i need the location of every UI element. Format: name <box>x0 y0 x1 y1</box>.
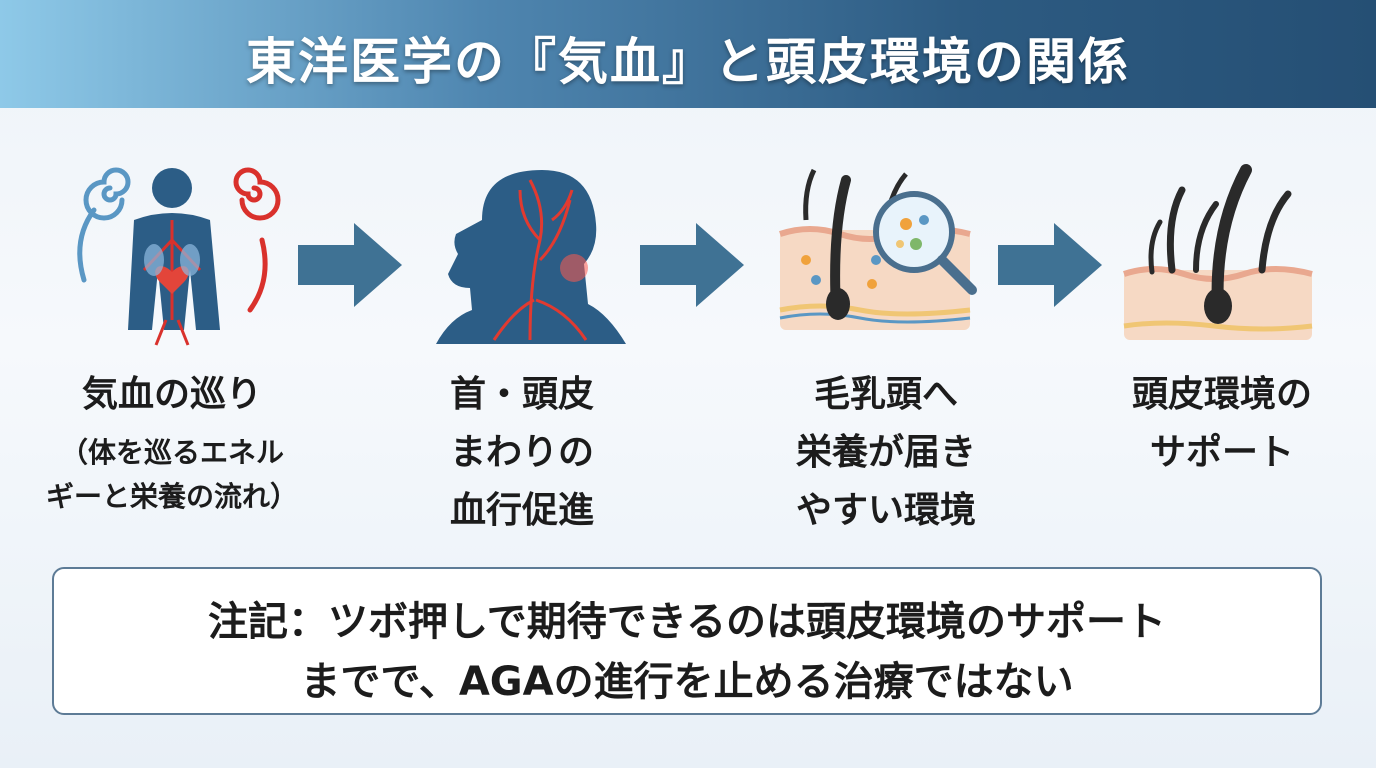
arrow-right-icon <box>640 223 744 307</box>
step4-line-1: 頭皮環境の <box>1131 374 1312 415</box>
step2-line-3: 血行促進 <box>449 490 594 531</box>
body-energy-flow-icon <box>77 167 281 346</box>
note-line-2: までで、AGAの進行を止める治療ではない <box>300 659 1074 705</box>
step1-subtitle-1: （体を巡るエネル <box>59 436 284 469</box>
step-neck-scalp-circulation: 首・頭皮 まわりの 血行促進 <box>412 160 632 531</box>
step-qi-blood-flow: 気血の巡り （体を巡るエネル ギーと栄養の流れ） <box>46 160 298 513</box>
arrow-right-icon <box>298 223 402 307</box>
arrow-1 <box>298 223 402 311</box>
arrow-right-icon <box>998 223 1102 307</box>
step2-line-2: まわりの <box>449 432 594 473</box>
step-scalp-support: 頭皮環境の サポート <box>1112 160 1332 473</box>
step1-title: 気血の巡り <box>81 374 262 415</box>
healthy-hair-scalp-icon <box>1123 164 1313 340</box>
arrow-3 <box>998 223 1102 311</box>
title-banner: 東洋医学の『気血』と頭皮環境の関係 <box>0 0 1376 108</box>
step3-line-2: 栄養が届き <box>795 432 976 473</box>
note-line-1: 注記：ツボ押しで期待できるのは頭皮環境のサポート <box>208 599 1166 645</box>
arrow-2 <box>640 223 744 311</box>
disclaimer-note: 注記：ツボ押しで期待できるのは頭皮環境のサポート までで、AGAの進行を止める治… <box>52 567 1322 715</box>
step3-line-3: やすい環境 <box>795 490 976 531</box>
hair-follicle-nutrients-icon <box>779 168 977 330</box>
step3-line-1: 毛乳頭へ <box>813 374 958 415</box>
step-dermal-papilla-nutrition: 毛乳頭へ 栄養が届き やすい環境 <box>776 160 996 531</box>
page-title: 東洋医学の『気血』と頭皮環境の関係 <box>246 33 1130 91</box>
step4-line-2: サポート <box>1149 432 1294 473</box>
step1-subtitle-2: ギーと栄養の流れ） <box>45 480 298 513</box>
head-neck-blood-vessels-icon <box>436 170 626 344</box>
step2-line-1: 首・頭皮 <box>449 374 594 415</box>
